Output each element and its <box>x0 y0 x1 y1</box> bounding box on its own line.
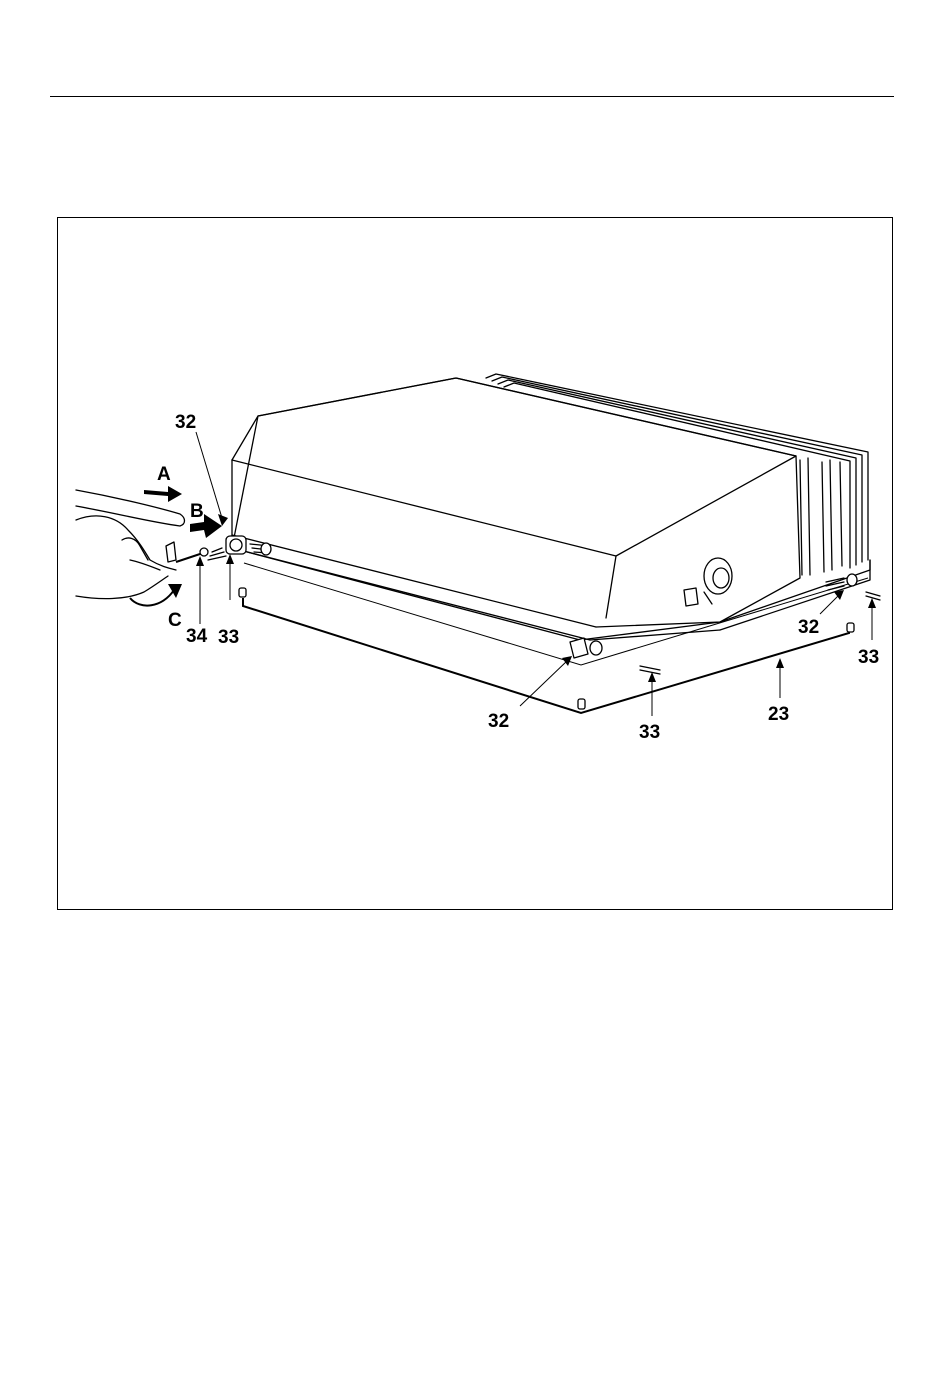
label-c: C <box>168 610 182 631</box>
label-33-right: 33 <box>858 647 879 668</box>
bottom-mount <box>570 638 660 674</box>
label-33-bottom: 33 <box>639 722 660 743</box>
label-23: 23 <box>768 704 789 725</box>
label-32-bottom: 32 <box>488 711 509 732</box>
base-plate-pin <box>847 623 854 632</box>
label-32-top-left: 32 <box>175 412 196 433</box>
label-33-left: 33 <box>218 627 239 648</box>
base-plate-pin <box>578 699 585 709</box>
screw-34 <box>200 548 208 556</box>
housing <box>232 378 870 640</box>
label-34: 34 <box>186 626 208 647</box>
right-mount <box>826 574 880 600</box>
label-b: B <box>190 501 204 522</box>
hand-with-tool <box>76 490 208 599</box>
label-a: A <box>157 464 171 485</box>
arrow-a-icon <box>144 486 182 502</box>
base-plate-pin <box>239 588 246 597</box>
arrow-c-icon <box>130 590 174 606</box>
label-32-right: 32 <box>798 617 819 638</box>
